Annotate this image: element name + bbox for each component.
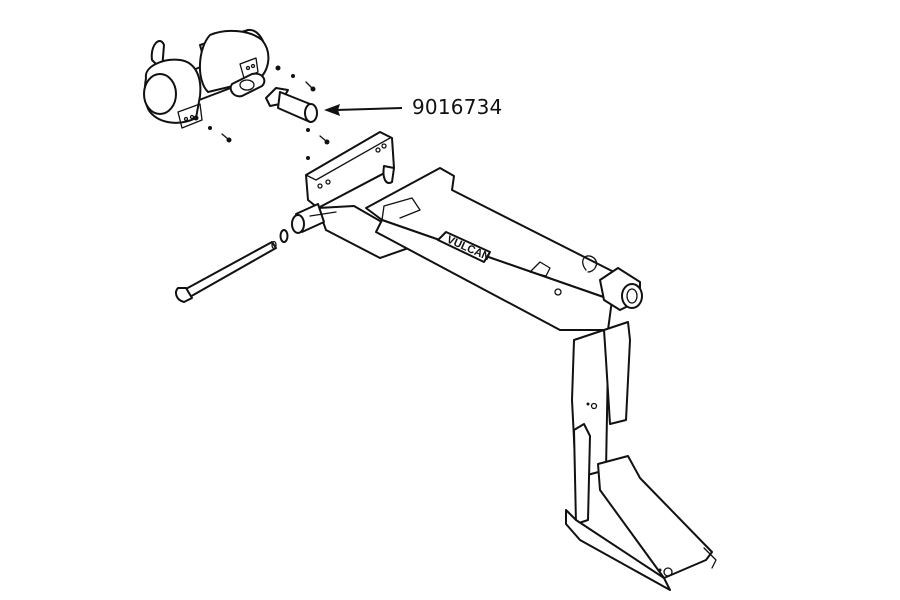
pin-washer (279, 229, 289, 243)
muffler (143, 28, 270, 129)
hitch-clip (582, 255, 598, 273)
hitch-frame: VULCAN (291, 131, 643, 331)
stand-leg (565, 321, 717, 591)
exhaust-tailpipe (265, 87, 318, 123)
callout-arrow (324, 104, 403, 116)
mounting-bolts (193, 65, 330, 160)
exhaust-gasket (229, 72, 266, 98)
pivot-pin (175, 240, 277, 303)
callout-part-number: 9016734 (412, 95, 503, 119)
